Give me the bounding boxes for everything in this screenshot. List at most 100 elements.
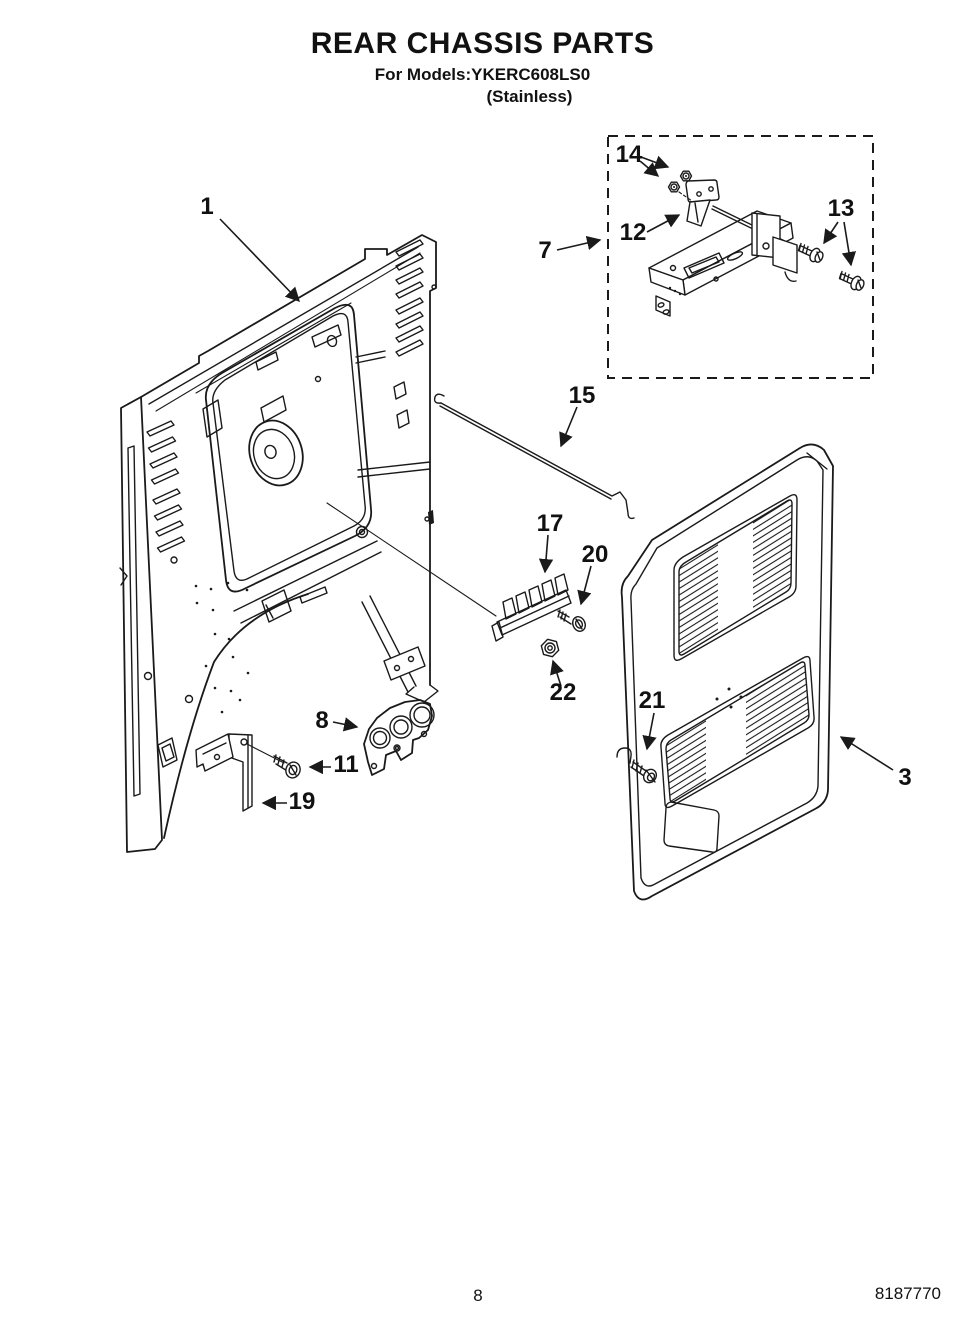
callout-14-arrow [640,155,670,170]
callout-21: 21 [639,687,666,751]
grommet-ring [413,706,431,724]
rear-panel-inner [630,456,824,887]
nut-ring [544,642,556,654]
base-dots [668,286,682,296]
callout-14: 14 [616,141,670,177]
brace-bracket-hole [393,664,401,672]
callout-17-arrow [538,534,554,574]
base-hole [713,276,719,282]
part-21-screw-drawing [616,747,658,784]
callout-22: 22 [550,659,576,706]
part-17-terminal-block-drawing [491,573,572,642]
page-title: REAR CHASSIS PARTS [310,27,655,60]
models-line: For Models:YKERC608LS0 [374,64,591,84]
part-11-screw-drawing [273,754,301,779]
nut-center [685,175,687,177]
grommet-ring [409,702,435,728]
callout-14-label: 14 [616,141,643,168]
brace-bracket-hole [407,655,415,663]
panel-hole [170,556,178,564]
bottom-access-tab [663,801,720,853]
bracket-hole [708,186,714,192]
panel-cutout-rects [202,324,410,438]
screw-shaft [557,609,572,625]
screw-slot [289,764,297,776]
callout-7: 7 [538,235,602,264]
footer-document-number: 8187770 [874,1284,941,1303]
nut-hex [540,638,560,658]
callout-11-label: 11 [333,751,358,778]
panel-hole [184,694,194,704]
side-box-tab [784,271,797,282]
part-19-bracket-drawing [195,733,285,812]
grommet-ring [369,727,391,749]
callout-15-label: 15 [569,382,596,409]
foot-rivet [662,309,670,315]
diagonal-brace [361,595,417,693]
panel-bottom-foot [405,684,439,703]
nut-ring [682,172,690,180]
blower-center-hole [264,444,277,459]
terminal-block-baseline [499,595,570,629]
callout-3: 3 [839,736,912,791]
bracket-hole [240,738,248,746]
base-hole [669,264,677,272]
plate-hole [370,762,378,770]
bracket-flap-line [694,202,699,223]
callout-7-label: 7 [538,237,551,264]
callout-19: 19 [261,788,316,815]
screw-slot [645,769,656,783]
insulation-panel-outer [204,303,373,593]
left-rail-vent-slots [146,420,186,553]
callout-15: 15 [559,382,596,448]
upper-vent-gap [718,500,753,655]
grommet-ring [372,730,388,746]
part-22-nut-drawing [540,638,560,658]
callout-8-label: 8 [315,707,328,734]
part-8-grommet-plate-drawing [363,699,435,776]
callout-17-label: 17 [537,510,564,537]
screw-slot [816,251,821,261]
screw-head-inner [288,764,298,776]
finish-line: (Stainless) [486,86,573,106]
top-flange-line [148,246,419,405]
left-rail [120,396,163,853]
bracket-hole [696,191,702,197]
nut-hole [547,645,553,651]
panel-hole [326,334,338,348]
rod-line [439,402,635,520]
grommet-ring [393,719,409,735]
callout-14-arrow [639,160,660,177]
grommet-ring [389,715,413,739]
part-14-nut-drawing-2 [667,181,681,193]
bracket-body [685,179,720,203]
callout-22-arrow [550,659,564,687]
rod-end-hook [433,393,445,404]
lower-clip-brackets [261,586,328,623]
lower-vent-gap [706,662,746,802]
callout-13-arrow [841,221,857,267]
callout-3-label: 3 [898,764,911,791]
blower-opening-inner [252,428,296,480]
nut-alignment-dashes [678,191,693,202]
terminal-block-teeth [502,573,569,620]
callout-12-arrow [646,214,681,233]
left-foot [655,295,671,317]
footer-page-number: 8 [473,1286,483,1305]
part-12-bracket-drawing [685,179,720,227]
callout-20-label: 20 [582,541,609,568]
part-15-rod-drawing [433,393,635,520]
bracket-hole [213,753,221,761]
callout-12-label: 12 [620,219,647,246]
callout-1-arrow [219,218,300,303]
part-13-screw-drawing [797,242,824,263]
edge-tab [428,510,434,525]
callout-19-label: 19 [289,788,316,815]
callout-15-arrow [559,406,578,448]
bracket-wing [195,733,234,772]
part-14-nut-drawing [679,170,693,182]
callout-21-label: 21 [639,687,666,714]
screw-head-inner [646,772,656,782]
callout-13: 13 [823,195,857,267]
upright-hole [762,242,770,250]
